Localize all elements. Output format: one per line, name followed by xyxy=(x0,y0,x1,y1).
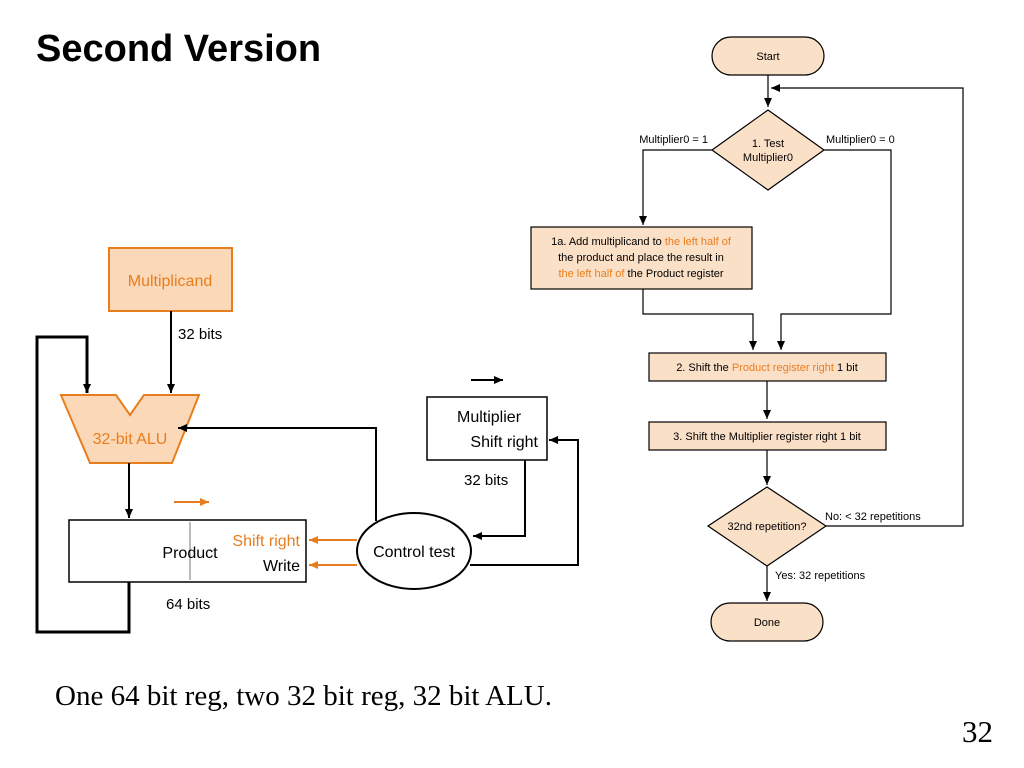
product-width-label: 64 bits xyxy=(166,596,210,613)
no-label: No: < 32 repetitions xyxy=(825,511,921,523)
test-diamond xyxy=(710,109,826,191)
multiplier-shift-label: Shift right xyxy=(470,434,538,451)
multiplier-register xyxy=(426,396,548,461)
start-label: Start xyxy=(756,51,779,63)
product-register xyxy=(68,519,307,583)
product-shift-label: Shift right xyxy=(232,533,300,550)
slide-caption: One 64 bit reg, two 32 bit reg, 32 bit A… xyxy=(55,680,552,712)
yes-label: Yes: 32 repetitions xyxy=(775,570,866,582)
multiplier-label: Multiplier xyxy=(457,409,522,426)
flowchart: Start 1. Test Multiplier0 Multiplier0 = … xyxy=(530,36,964,642)
step-3-box xyxy=(648,421,887,451)
alu-shape xyxy=(59,394,201,464)
done-label: Done xyxy=(754,617,780,629)
repetition-label: 32nd repetition? xyxy=(728,521,807,533)
step-1a-box xyxy=(530,226,753,290)
multiplier-width-label: 32 bits xyxy=(464,472,508,489)
control-test-label: Control test xyxy=(373,544,455,561)
test-label-line2: Multiplier0 xyxy=(743,152,793,164)
page-number: 32 xyxy=(962,714,993,749)
multiplicand-label: Multiplicand xyxy=(128,273,212,290)
step-1a-line3: the left half of the Product register xyxy=(558,268,723,280)
done-terminal xyxy=(710,602,824,642)
branch-zero-label: Multiplier0 = 0 xyxy=(826,134,895,146)
step-3-label: 3. Shift the Multiplier register right 1… xyxy=(673,431,861,443)
step-2-label: 2. Shift the Product register right 1 bi… xyxy=(676,362,858,374)
step-2-box xyxy=(648,352,887,382)
product-label: Product xyxy=(162,545,218,562)
step-1a-line2: the product and place the result in xyxy=(558,252,724,264)
test-label-line1: 1. Test xyxy=(752,138,784,150)
product-write-label: Write xyxy=(263,558,300,575)
alu-label: 32-bit ALU xyxy=(93,431,168,448)
step-1a-line1: 1a. Add multiplicand to the left half of xyxy=(551,236,732,248)
multiplicand-width-label: 32 bits xyxy=(178,326,222,343)
hardware-diagram: Multiplicand 32 bits 32-bit ALU Product … xyxy=(35,247,579,634)
multiplicand-register xyxy=(108,247,233,312)
control-test-ellipse xyxy=(356,512,472,590)
branch-one-label: Multiplier0 = 1 xyxy=(639,134,708,146)
slide-title: Second Version xyxy=(36,28,322,70)
